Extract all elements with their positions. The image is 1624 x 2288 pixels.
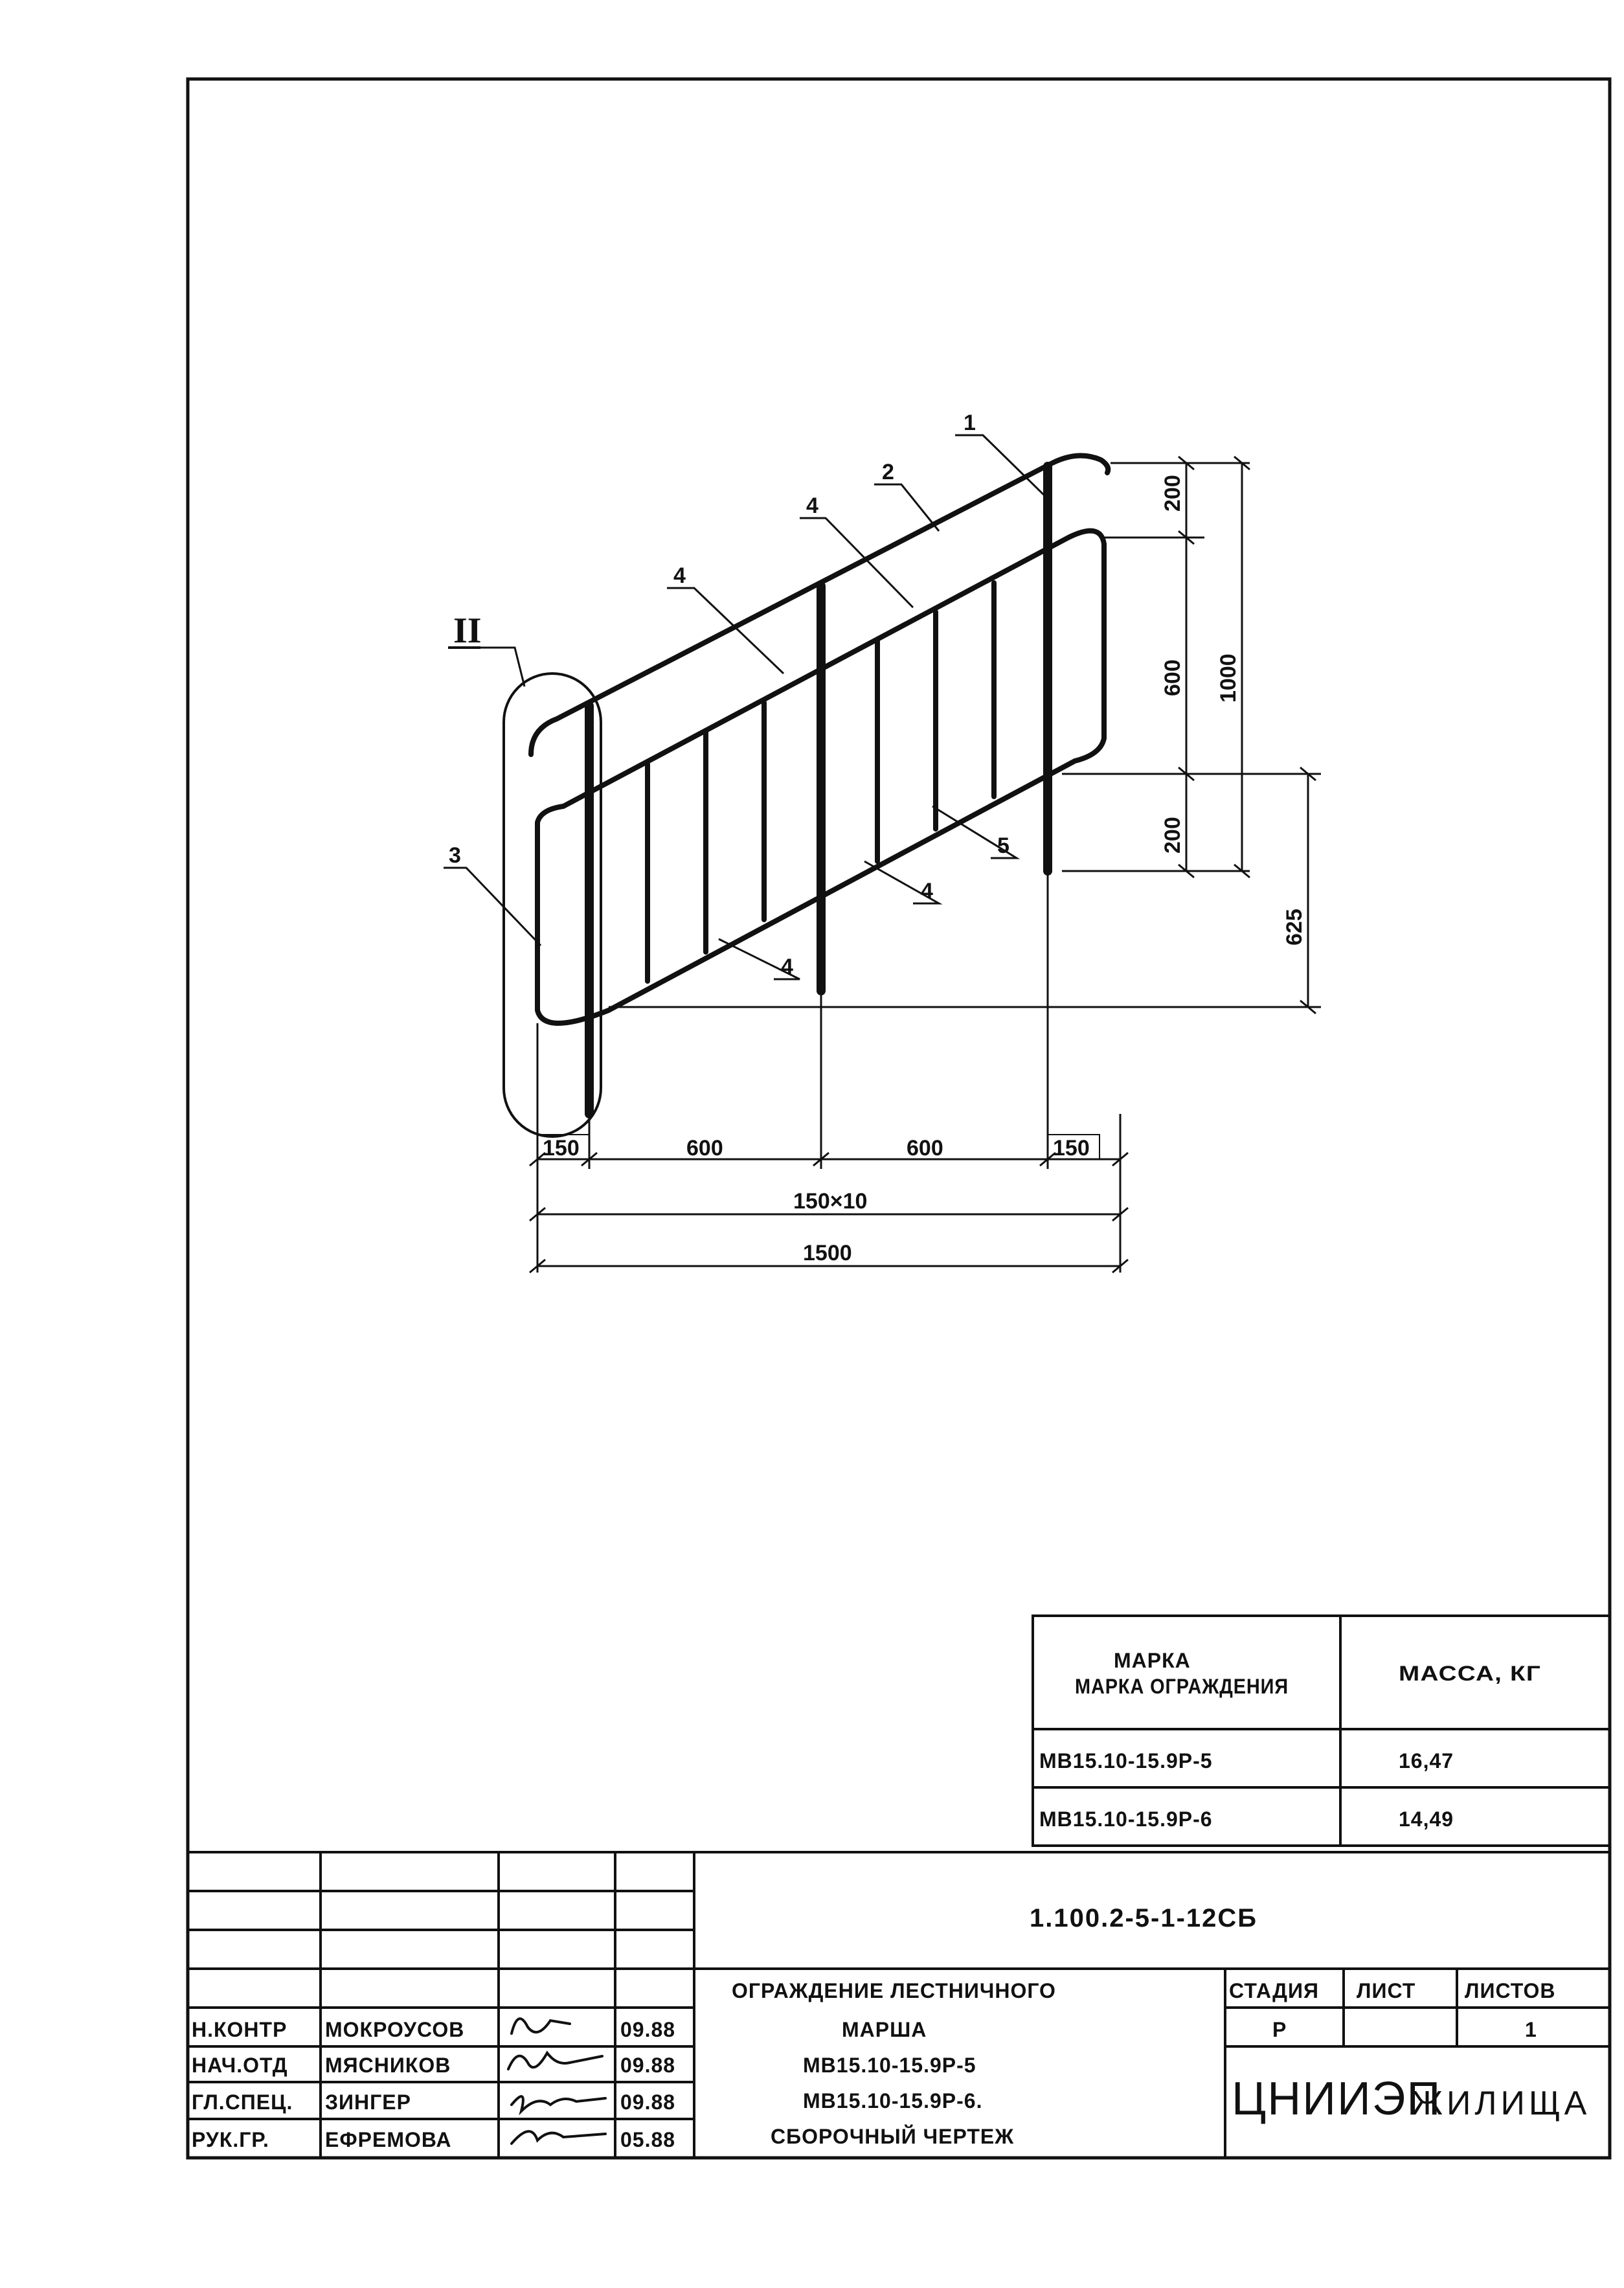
mass-row2-mark: МВ15.10-15.9Р-6 <box>1039 1807 1213 1831</box>
sig-role-3: ГЛ.СПЕЦ. <box>192 2090 293 2114</box>
dim-600: 600 <box>1160 659 1185 696</box>
sig-date-2: 09.88 <box>620 2054 675 2077</box>
title-block-text: 1.100.2-5-1-12СБ ОГРАЖДЕНИЕ ЛЕСТНИЧНОГО … <box>192 1904 1590 2151</box>
callout-5: 5 <box>997 833 1009 858</box>
mass-row1-value: 16,47 <box>1399 1749 1454 1773</box>
title-line-5: СБОРОЧНЫЙ ЧЕРТЕЖ <box>771 2125 1014 2148</box>
sig-date-3: 09.88 <box>620 2090 675 2114</box>
signature-3 <box>510 2095 607 2116</box>
signature-4 <box>510 2130 607 2145</box>
dim-1000: 1000 <box>1216 653 1241 703</box>
railing-loop-frame <box>535 528 1107 1026</box>
org-suffix: ЖИЛИЩА <box>1412 2085 1590 2122</box>
dim-625: 625 <box>1282 909 1307 946</box>
sig-name-3: ЗИНГЕР <box>325 2090 411 2114</box>
title-line-3: МВ15.10-15.9Р-5 <box>803 2054 976 2077</box>
vertical-dimensions <box>609 455 1321 1015</box>
dim-200-bottom: 200 <box>1160 817 1185 854</box>
callout-1: 1 <box>964 411 976 435</box>
stage-header: СТАДИЯ <box>1229 1979 1319 2002</box>
signature-1 <box>510 2017 571 2035</box>
dim-200-top: 200 <box>1160 475 1185 512</box>
title-line-2: МАРША <box>842 2018 927 2041</box>
title-line-4: МВ15.10-15.9Р-6. <box>803 2089 982 2112</box>
dim-600-right: 600 <box>907 1136 943 1161</box>
dim-600-left: 600 <box>686 1136 723 1161</box>
callout-2: 2 <box>882 460 894 484</box>
horizontal-dim-labels: 150 600 600 150 150×10 1500 <box>537 1134 1100 1265</box>
mass-table-text: МАРКА МАРКА ОГРАЖДЕНИЯ МАССА, КГ МВ15.10… <box>1039 1649 1541 1831</box>
mass-header-mass: МАССА, КГ <box>1399 1662 1541 1685</box>
sig-date-1: 09.88 <box>620 2018 675 2041</box>
title-block-grid <box>186 1851 1611 2159</box>
callout-labels: 1 2 3 4 4 4 4 5 II <box>448 411 1009 979</box>
dim-total: 1500 <box>803 1241 852 1265</box>
dim-150-right: 150 <box>1053 1136 1090 1161</box>
sig-name-2: МЯСНИКОВ <box>325 2054 451 2077</box>
callout-4b: 4 <box>673 563 686 588</box>
signature-2 <box>507 2050 603 2070</box>
mass-table <box>1032 1614 1611 1847</box>
sig-role-4: РУК.ГР. <box>192 2128 269 2151</box>
sheets-header: ЛИСТОВ <box>1465 1979 1556 2002</box>
sig-name-4: ЕФРЕМОВА <box>325 2128 452 2151</box>
view-mark-ii: II <box>453 611 482 651</box>
sig-name-1: МОКРОУСОВ <box>325 2018 464 2041</box>
handrail-top <box>528 453 1111 757</box>
dim-150-left: 150 <box>543 1136 580 1161</box>
detail-ii-outline <box>502 672 602 1138</box>
callout-3: 3 <box>449 843 461 868</box>
mass-row2-value: 14,49 <box>1399 1807 1454 1831</box>
dim-step: 150×10 <box>793 1189 867 1214</box>
callout-4d: 4 <box>781 955 793 979</box>
vertical-dim-labels: 200 600 200 1000 625 <box>1160 475 1307 946</box>
callout-4c: 4 <box>921 879 933 903</box>
doc-code: 1.100.2-5-1-12СБ <box>1030 1904 1257 1932</box>
org-name: ЦНИИЭП <box>1232 2073 1441 2125</box>
stage-value: Р <box>1272 2018 1287 2041</box>
mass-header-mark: МАРКА ОГРАЖДЕНИЯ <box>1075 1675 1289 1698</box>
horizontal-dimensions <box>529 871 1129 1274</box>
sig-role-1: Н.КОНТР <box>192 2018 287 2041</box>
mass-row1-mark: МВ15.10-15.9Р-5 <box>1039 1749 1213 1773</box>
sig-date-4: 05.88 <box>620 2128 675 2151</box>
sheets-value: 1 <box>1525 2018 1537 2041</box>
handwritten-signatures <box>507 2017 607 2145</box>
sig-role-2: НАЧ.ОТД <box>192 2054 288 2077</box>
sheet-header: ЛИСТ <box>1357 1979 1415 2002</box>
railing-drawing <box>502 453 1111 1138</box>
mass-header-mark-l1: МАРКА <box>1114 1649 1191 1672</box>
title-line-1: ОГРАЖДЕНИЕ ЛЕСТНИЧНОГО <box>732 1979 1056 2002</box>
callout-4a: 4 <box>806 493 818 518</box>
